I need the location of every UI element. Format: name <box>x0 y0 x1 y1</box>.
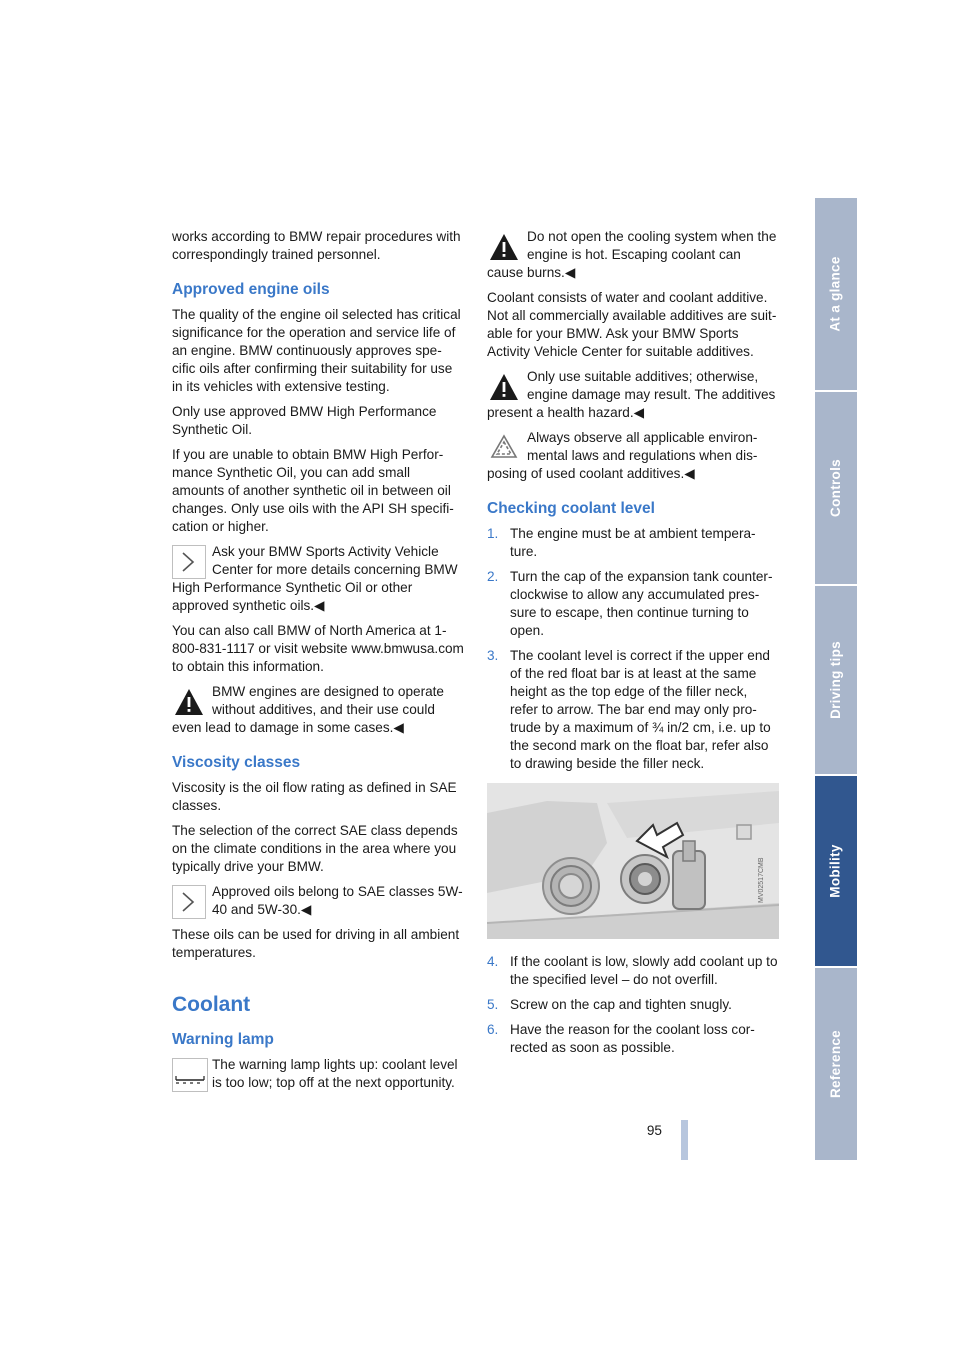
coolant-steps-list-a: 1. The engine must be at ambient tempera-… <box>487 525 779 773</box>
step-text: Screw on the cap and tighten snugly. <box>510 997 732 1012</box>
step-text: If the coolant is low, slowly add coolan… <box>510 954 778 987</box>
step-number: 6. <box>487 1022 499 1037</box>
left-column: works according to BMW repair procedures… <box>172 228 464 1099</box>
page-number: 95 <box>646 1123 662 1138</box>
warning-triangle-icon <box>487 370 521 404</box>
tab-driving-tips[interactable]: Driving tips <box>815 586 857 774</box>
list-item: 1. The engine must be at ambient tempera-… <box>487 525 779 561</box>
additives-warning: BMW engines are designed to operate with… <box>172 683 464 737</box>
suitable-additives-warning: Only use suitable additives; otherwise, … <box>487 368 779 422</box>
list-item: 5. Screw on the cap and tighten snugly. <box>487 996 779 1014</box>
environment-note: Always observe all applicable environ-me… <box>487 429 779 483</box>
viscosity-heading: Viscosity classes <box>172 754 301 771</box>
viscosity-paragraph-2: The selection of the correct SAE class d… <box>172 823 458 874</box>
warning-triangle-icon <box>487 230 521 264</box>
recycling-icon <box>487 431 521 465</box>
step-text: The coolant level is correct if the uppe… <box>510 648 771 771</box>
tab-label: Driving tips <box>828 641 844 719</box>
tab-label: At a glance <box>828 256 844 332</box>
step-text: The engine must be at ambient tempera-tu… <box>510 526 756 559</box>
warning-triangle-icon <box>172 685 206 719</box>
environment-note-text: Always observe all applicable environ-me… <box>487 430 758 481</box>
arrow-note-icon <box>172 885 206 919</box>
arrow-note-icon <box>172 545 206 579</box>
right-column: Do not open the cooling system when the … <box>487 228 779 1064</box>
step-number: 5. <box>487 997 499 1012</box>
hot-engine-warning: Do not open the cooling system when the … <box>487 228 779 282</box>
tab-label: Controls <box>828 459 843 517</box>
approved-oils-paragraph-3: If you are unable to obtain BMW High Per… <box>172 447 454 534</box>
warning-lamp-note: The warning lamp lights up: coolant leve… <box>172 1056 464 1092</box>
step-text: Turn the cap of the expansion tank count… <box>510 569 773 638</box>
coolant-composition-paragraph: Coolant consists of water and coolant ad… <box>487 290 777 359</box>
intro-paragraph: works according to BMW repair procedures… <box>172 229 461 262</box>
step-number: 2. <box>487 569 499 584</box>
approved-oils-heading: Approved engine oils <box>172 281 330 298</box>
tab-controls[interactable]: Controls <box>815 392 857 584</box>
list-item: 6. Have the reason for the coolant loss c… <box>487 1021 779 1057</box>
additives-warning-text: BMW engines are designed to operate with… <box>172 684 444 735</box>
list-item: 4. If the coolant is low, slowly add cool… <box>487 953 779 989</box>
tab-label: Mobility <box>828 844 843 898</box>
tab-label: Reference <box>828 1030 843 1098</box>
tab-mobility[interactable]: Mobility <box>815 776 857 966</box>
list-item: 2. Turn the cap of the expansion tank cou… <box>487 568 779 640</box>
warning-lamp-heading: Warning lamp <box>172 1031 274 1048</box>
coolant-lamp-icon <box>172 1058 208 1092</box>
center-note-text: Ask your BMW Sports Activity Vehicle Cen… <box>172 544 458 613</box>
tab-at-a-glance[interactable]: At a glance <box>815 198 857 390</box>
checking-coolant-heading: Checking coolant level <box>487 500 655 517</box>
coolant-steps-list-b: 4. If the coolant is low, slowly add cool… <box>487 953 779 1057</box>
figure-code: MV02517CMB <box>758 857 765 903</box>
step-number: 3. <box>487 648 499 663</box>
step-text: Have the reason for the coolant loss cor… <box>510 1022 755 1055</box>
sae-note: Approved oils belong to SAE classes 5W-4… <box>172 883 464 919</box>
call-info-paragraph: You can also call BMW of North America a… <box>172 623 464 674</box>
hot-engine-warning-text: Do not open the cooling system when the … <box>487 229 777 280</box>
warning-lamp-text: The warning lamp lights up: coolant leve… <box>212 1057 458 1090</box>
approved-oils-paragraph-1: The quality of the engine oil selected h… <box>172 307 461 394</box>
viscosity-paragraph-1: Viscosity is the oil flow rating as defi… <box>172 780 457 813</box>
viscosity-paragraph-3: These oils can be used for driving in al… <box>172 927 460 960</box>
sae-note-text: Approved oils belong to SAE classes 5W-4… <box>212 884 463 917</box>
chapter-sidebar: At a glance Controls Driving tips Mobili… <box>815 198 857 1160</box>
approved-oils-paragraph-2: Only use approved BMW High Performance S… <box>172 404 437 437</box>
expansion-tank-illustration: MV02517CMB <box>487 783 779 939</box>
step-number: 4. <box>487 954 499 969</box>
step-number: 1. <box>487 526 499 541</box>
list-item: 3. The coolant level is correct if the up… <box>487 647 779 773</box>
tab-reference[interactable]: Reference <box>815 968 857 1160</box>
center-note: Ask your BMW Sports Activity Vehicle Cen… <box>172 543 464 615</box>
coolant-heading: Coolant <box>172 993 251 1016</box>
suitable-additives-warning-text: Only use suitable additives; otherwise, … <box>487 369 776 420</box>
expansion-tank-figure: MV02517CMB <box>487 783 779 939</box>
page-number-bar <box>681 1120 688 1160</box>
